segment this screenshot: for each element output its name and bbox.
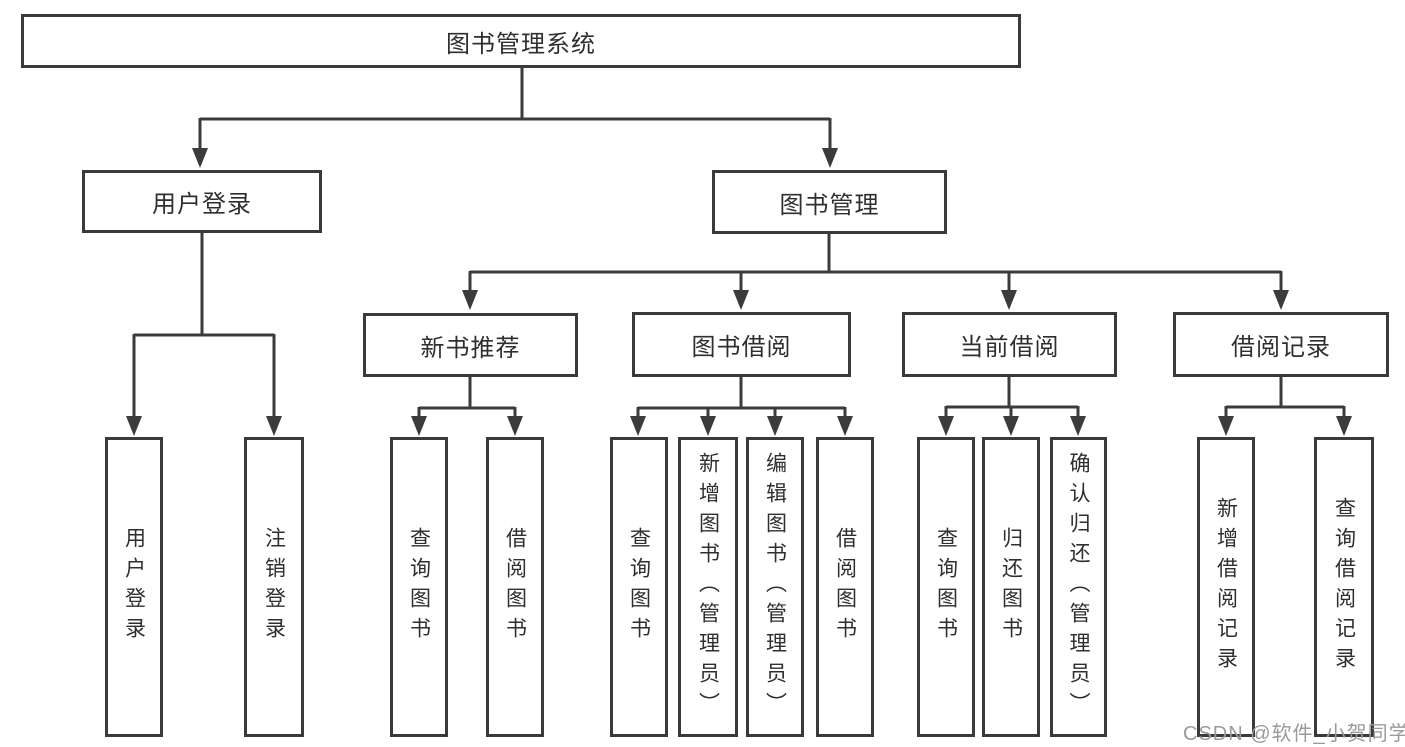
- leaf-recommend-borrow-books-label: 借阅图书: [503, 527, 527, 647]
- leaf-records-query-record: 查询借阅记录: [1314, 437, 1374, 737]
- leaf-borrowing-add-books-label: 新增图书（管理员）: [696, 452, 720, 722]
- arrow-icon: [938, 416, 954, 436]
- leaf-borrowing-query-books-label: 查询图书: [627, 527, 651, 647]
- arrow-icon: [462, 290, 478, 310]
- edge-paths: [132, 68, 1346, 420]
- arrow-icon: [1336, 416, 1352, 436]
- leaf-recommend-query-books: 查询图书: [390, 437, 448, 737]
- leaf-logout: 注销登录: [244, 437, 304, 737]
- leaf-borrowing-borrow-books: 借阅图书: [816, 437, 874, 737]
- edge-user-login-children: [132, 233, 276, 420]
- node-user-login: 用户登录: [82, 170, 322, 233]
- arrow-icon: [700, 416, 716, 436]
- leaf-records-add-record-label: 新增借阅记录: [1214, 497, 1238, 677]
- node-book-borrowing: 图书借阅: [632, 312, 851, 377]
- leaf-recommend-borrow-books: 借阅图书: [486, 437, 544, 737]
- edge-root-to-level2: [198, 68, 832, 152]
- arrow-icon: [1218, 416, 1234, 436]
- arrow-icon: [630, 416, 646, 436]
- leaf-records-query-record-label: 查询借阅记录: [1332, 497, 1356, 677]
- leaf-records-add-record: 新增借阅记录: [1197, 437, 1255, 737]
- leaf-user-login: 用户登录: [105, 437, 163, 737]
- arrow-icon: [822, 148, 838, 168]
- leaf-current-query-books: 查询图书: [917, 437, 975, 737]
- leaf-borrowing-add-books: 新增图书（管理员）: [678, 437, 738, 737]
- leaf-logout-label: 注销登录: [262, 527, 286, 647]
- edge-book-management-children: [468, 234, 1283, 294]
- arrow-icon: [1273, 290, 1289, 310]
- node-new-book-recommendation: 新书推荐: [363, 313, 578, 377]
- leaf-recommend-query-books-label: 查询图书: [407, 527, 431, 647]
- leaf-current-query-books-label: 查询图书: [934, 527, 958, 647]
- arrowheads: [126, 148, 1352, 436]
- leaf-borrowing-query-books: 查询图书: [610, 437, 668, 737]
- leaf-current-return-books: 归还图书: [982, 437, 1040, 737]
- node-book-management: 图书管理: [712, 170, 947, 234]
- leaf-borrowing-edit-books-label: 编辑图书（管理员）: [763, 452, 787, 722]
- leaf-current-return-books-label: 归还图书: [999, 527, 1023, 647]
- arrow-icon: [126, 416, 142, 436]
- edge-current-children: [944, 377, 1080, 420]
- arrow-icon: [837, 416, 853, 436]
- leaf-borrowing-borrow-books-label: 借阅图书: [833, 527, 857, 647]
- edge-borrowing-children: [636, 377, 847, 420]
- edge-records-children: [1224, 377, 1346, 420]
- node-current-borrowing: 当前借阅: [902, 312, 1117, 377]
- arrow-icon: [1001, 290, 1017, 310]
- arrow-icon: [192, 148, 208, 168]
- arrow-icon: [1070, 416, 1086, 436]
- leaf-current-confirm-return: 确认归还（管理员）: [1050, 437, 1107, 737]
- arrow-icon: [1003, 416, 1019, 436]
- csdn-watermark: CSDN @软件_小贺同学: [1183, 723, 1405, 745]
- leaf-current-confirm-return-label: 确认归还（管理员）: [1067, 452, 1090, 722]
- arrow-icon: [507, 416, 523, 436]
- arrow-icon: [411, 416, 427, 436]
- arrow-icon: [733, 290, 749, 310]
- arrow-icon: [266, 416, 282, 436]
- node-borrowing-records: 借阅记录: [1173, 312, 1389, 377]
- edge-recommend-children: [417, 377, 517, 420]
- leaf-borrowing-edit-books: 编辑图书（管理员）: [746, 437, 804, 737]
- leaf-user-login-label: 用户登录: [122, 527, 146, 647]
- node-library-system: 图书管理系统: [21, 14, 1021, 68]
- arrow-icon: [767, 416, 783, 436]
